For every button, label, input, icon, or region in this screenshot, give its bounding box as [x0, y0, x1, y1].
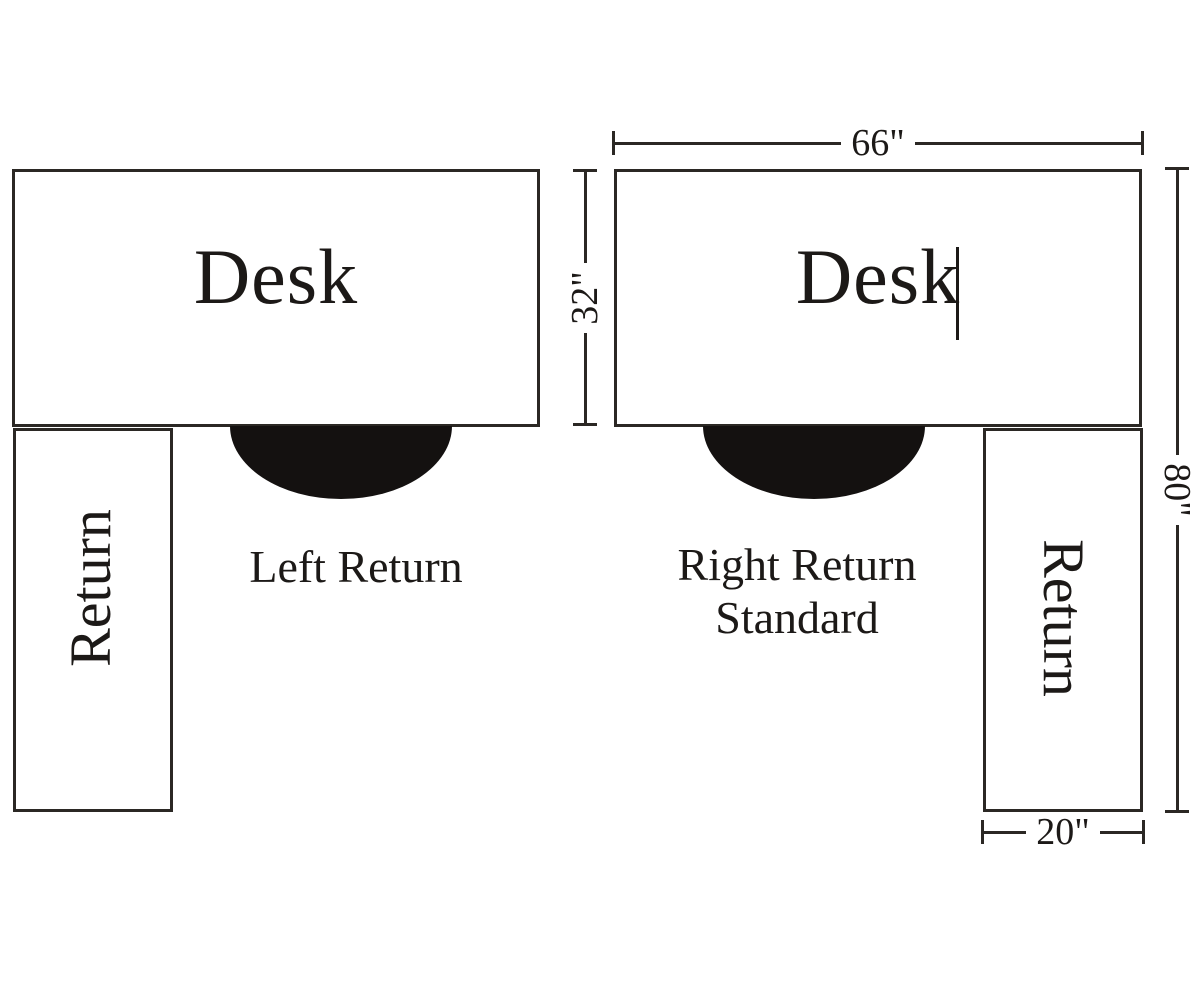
dim-tick [981, 820, 984, 844]
left-desk-label: Desk [193, 233, 359, 320]
dim-line [1175, 170, 1179, 455]
dim-tick [1165, 810, 1189, 813]
right-unit-caption-line2: Standard [715, 592, 879, 644]
dim-tick [1141, 131, 1145, 155]
text-cursor [956, 247, 959, 340]
left-return-label: Return [58, 509, 123, 667]
left-unit-caption: Left Return [249, 541, 463, 592]
dim-line [583, 172, 587, 263]
dim-line [1175, 525, 1179, 810]
dimension-desk-width-label: 66" [851, 122, 905, 164]
dim-tick [573, 423, 597, 426]
dim-line [914, 141, 1142, 145]
dimension-return-width-label: 20" [1036, 811, 1090, 853]
dimension-desk-width: 66" [612, 124, 1145, 162]
left-seat-semicircle-icon [230, 426, 452, 499]
dim-tick [612, 131, 615, 155]
right-desk-surface [614, 169, 1142, 427]
right-unit-caption-line1: Right Return [677, 539, 917, 590]
right-unit-caption: Right Return Standard [610, 538, 984, 645]
dim-line [615, 141, 842, 145]
right-desk-label[interactable]: Desk [795, 233, 961, 320]
right-return-label: Return [1031, 539, 1096, 697]
dimension-desk-depth-label: 32" [564, 270, 607, 325]
left-return-surface [13, 428, 173, 812]
dimension-overall-depth: 80" [1156, 167, 1198, 813]
dim-tick [1165, 167, 1189, 170]
left-desk-surface [12, 169, 540, 427]
dim-tick [1142, 820, 1146, 844]
dimension-overall-depth-label: 80" [1156, 463, 1199, 517]
dim-line [1099, 830, 1143, 834]
dimension-desk-depth: 32" [564, 169, 606, 426]
right-return-surface [983, 428, 1143, 812]
dim-line [984, 830, 1027, 834]
dim-tick [573, 169, 597, 172]
dimension-return-width: 20" [981, 813, 1146, 851]
right-seat-semicircle-icon [703, 426, 925, 499]
dim-line [583, 332, 587, 423]
